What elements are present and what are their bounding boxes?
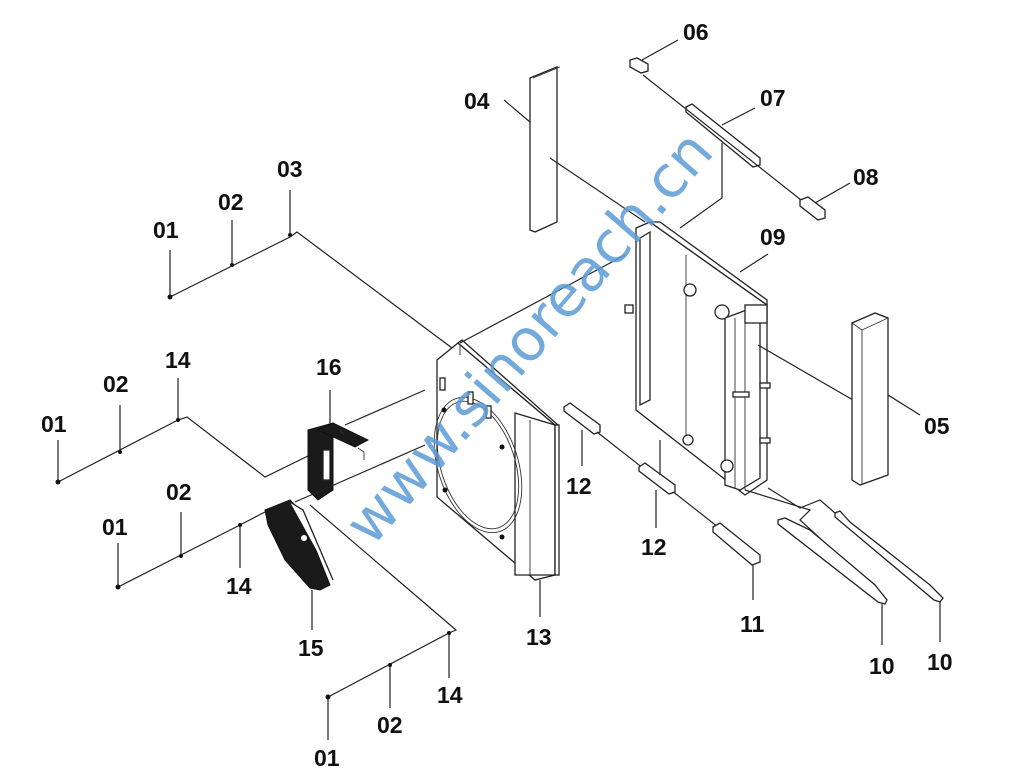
part-11-seal: 11: [712, 522, 765, 637]
part-16-bracket: 16: [307, 354, 426, 501]
part-10-seal: 10: [767, 487, 953, 675]
callout-07: 07: [760, 85, 786, 111]
part-09-radiator: 09: [624, 221, 854, 496]
callout-12: 12: [641, 534, 667, 560]
callout-01: 01: [153, 217, 179, 243]
part-05-foam-block: 05: [851, 312, 950, 486]
fastener-group-top: 01 02 03: [153, 156, 453, 349]
callout-10: 10: [869, 653, 895, 679]
callout-01: 01: [41, 411, 67, 437]
fastener-group-lower: 01 02 14: [102, 479, 266, 599]
part-13-fan-shroud: 13: [433, 254, 626, 650]
callout-14: 14: [165, 347, 191, 373]
callout-16: 16: [316, 354, 342, 380]
fastener-group-mid: 01 02 14: [41, 347, 311, 485]
part-04-foam-strip: 04: [464, 66, 646, 233]
callout-05: 05: [924, 413, 950, 439]
fastener-group-bottom: 01 02 14: [309, 504, 463, 771]
part-08-seal: 08: [799, 164, 879, 221]
part-15-bracket: 15: [264, 444, 426, 661]
callout-10: 10: [927, 649, 953, 675]
callout-02: 02: [377, 712, 403, 738]
callout-03: 03: [277, 156, 303, 182]
part-06-seal: 06: [629, 19, 709, 74]
callout-01: 01: [314, 745, 340, 771]
part-12-seal: 12: [638, 440, 676, 560]
callout-15: 15: [298, 635, 324, 661]
callout-06: 06: [683, 19, 709, 45]
part-12-seal: 12: [563, 402, 761, 561]
callout-02: 02: [218, 189, 244, 215]
callout-09: 09: [760, 224, 786, 250]
callout-14: 14: [437, 682, 463, 708]
callout-13: 13: [526, 624, 552, 650]
part-07-seal: 07: [642, 74, 821, 229]
callout-02: 02: [103, 371, 129, 397]
callout-04: 04: [464, 88, 490, 114]
callout-14: 14: [226, 573, 252, 599]
callout-11: 11: [740, 611, 765, 637]
callout-08: 08: [853, 164, 879, 190]
callout-01: 01: [102, 514, 128, 540]
part-10-seal: 10: [744, 489, 895, 679]
callout-12: 12: [566, 473, 592, 499]
callout-02: 02: [166, 479, 192, 505]
